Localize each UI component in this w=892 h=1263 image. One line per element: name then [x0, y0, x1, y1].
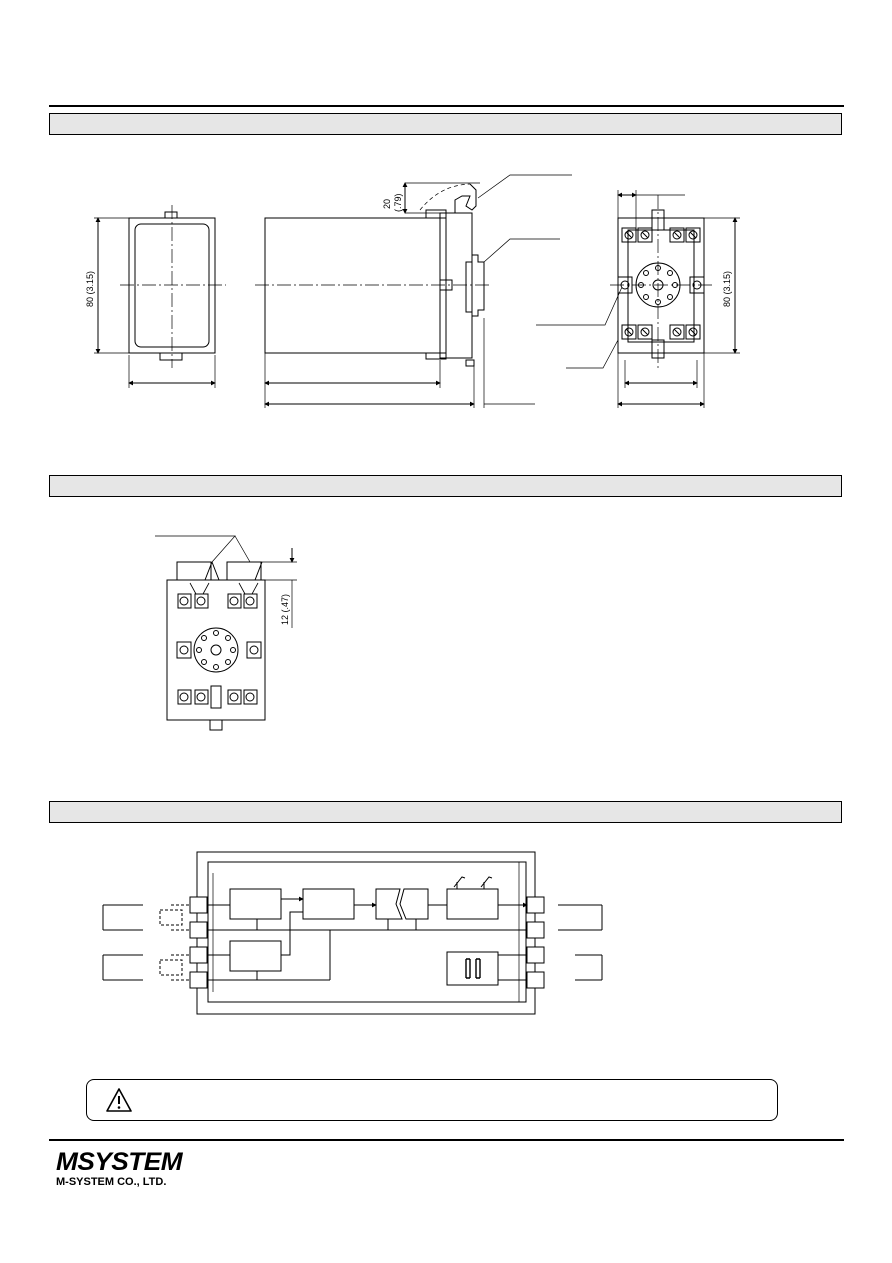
top-rule [49, 105, 844, 107]
cover-height-label: 12 (.47) [280, 594, 290, 625]
block-diagram [102, 851, 603, 1015]
company-name: M-SYSTEM CO., LTD. [56, 1176, 167, 1188]
warning-icon [106, 1088, 132, 1112]
socket-view [536, 190, 740, 408]
company-logo: MSYSTEM M-SYSTEM CO., LTD. [56, 1150, 183, 1189]
bottom-rule [49, 1139, 844, 1141]
logo-wordmark: MSYSTEM [56, 1148, 183, 1176]
side-view [255, 174, 572, 408]
socket-height-label: 80 (3.15) [722, 271, 732, 307]
terminal-cover-view [155, 535, 297, 731]
section-bar-terminal-cover [49, 475, 842, 497]
section-bar-dimensions [49, 113, 842, 135]
caution-box [86, 1079, 778, 1121]
rail-offset-value: 20 [382, 199, 392, 209]
rail-offset-inch: (.79) [393, 193, 403, 212]
front-height-label: 80 (3.15) [85, 271, 95, 307]
front-view [94, 205, 226, 388]
section-bar-block-diagram [49, 801, 842, 823]
